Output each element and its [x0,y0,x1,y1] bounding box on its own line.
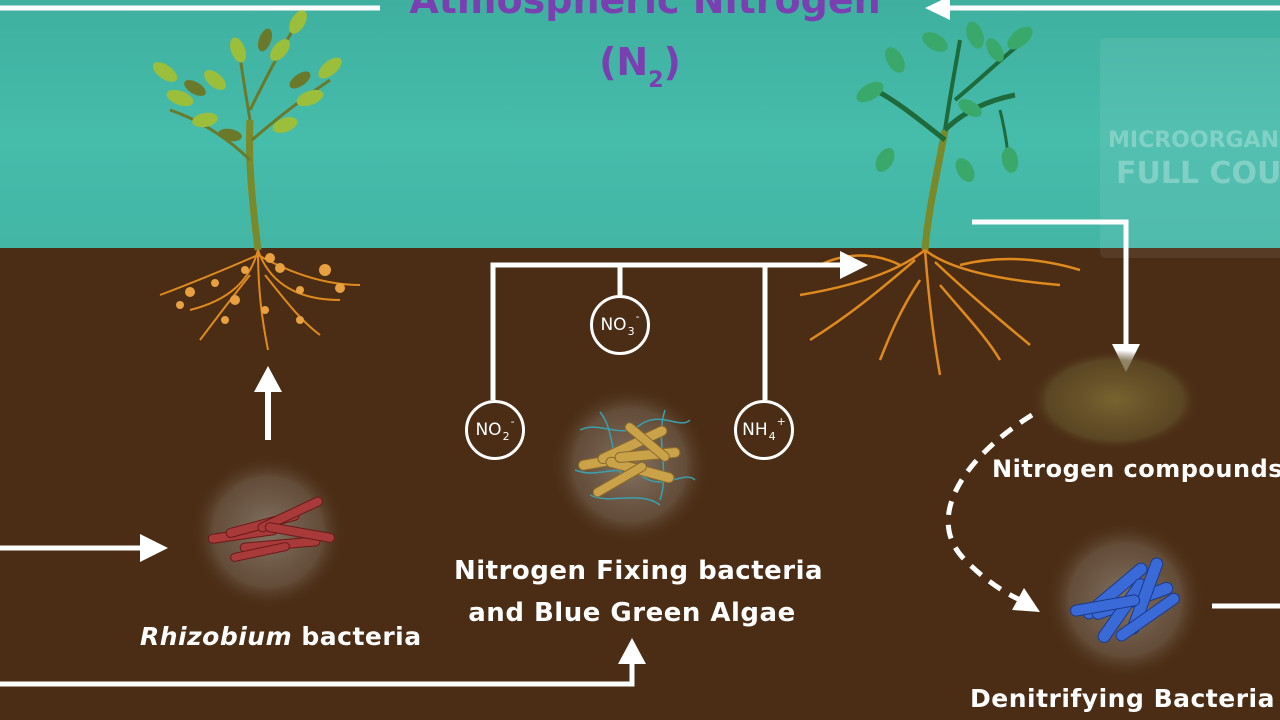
arrowhead-to-right-roots [840,251,868,279]
label-rhizobium: Rhizobium bacteria [140,622,422,651]
label-nitrogen-compounds: Nitrogen compounds [992,455,1280,483]
title-n2-formula: (N2) [560,40,720,93]
watermark-line-1: MICROORGANI [1108,128,1280,153]
right-plant-illustration [799,21,1081,376]
rhizobium-italic: Rhizobium [140,622,293,651]
label-fixing-line-1: Nitrogen Fixing bacteria [454,556,824,586]
arrow-into-fixing-bacteria [0,660,635,687]
nh4-base: NH [742,420,768,440]
left-plant-illustration [152,10,361,351]
label-fixing-line-2: and Blue Green Algae [468,598,796,628]
arrowhead-top-right [925,0,950,20]
ion-bracket [490,262,850,400]
denitrifying-bacteria-cluster [1070,557,1180,643]
arrowhead-rhizobium-up [254,366,282,392]
nh4-sub: 4 [768,429,776,443]
nitrogen-compounds-patch [1030,350,1200,450]
no3-sup: - [635,309,640,323]
course-watermark-panel [1100,38,1280,258]
no2-base: NO [475,420,502,440]
nh4-sup: + [776,414,786,428]
rhizobium-rest: bacteria [292,622,422,651]
dashed-arrow-to-denitrifying [945,412,1034,603]
arrowhead-dashed [1012,588,1040,612]
rhizobium-bacteria-cluster [207,496,335,562]
arrow-plant-to-compounds [972,219,1129,345]
n2-subscript: 2 [648,68,664,93]
no3-base: NO [600,315,627,335]
arrowhead-into-rhizobium [140,534,168,562]
fixing-bacteria-cluster [577,422,681,498]
n2-base: (N [599,40,649,84]
arrowhead-into-fixing-bacteria [618,638,646,664]
no2-sub: 2 [502,429,510,443]
title-atmospheric-nitrogen: Atmospheric Nitrogen [409,0,881,22]
no2-sup: - [510,414,515,428]
label-denitrifying-bacteria: Denitrifying Bacteria [970,684,1275,713]
watermark-line-2: FULL COURS [1116,156,1280,191]
no3-sub: 3 [627,324,635,338]
n2-close: ) [663,40,681,84]
